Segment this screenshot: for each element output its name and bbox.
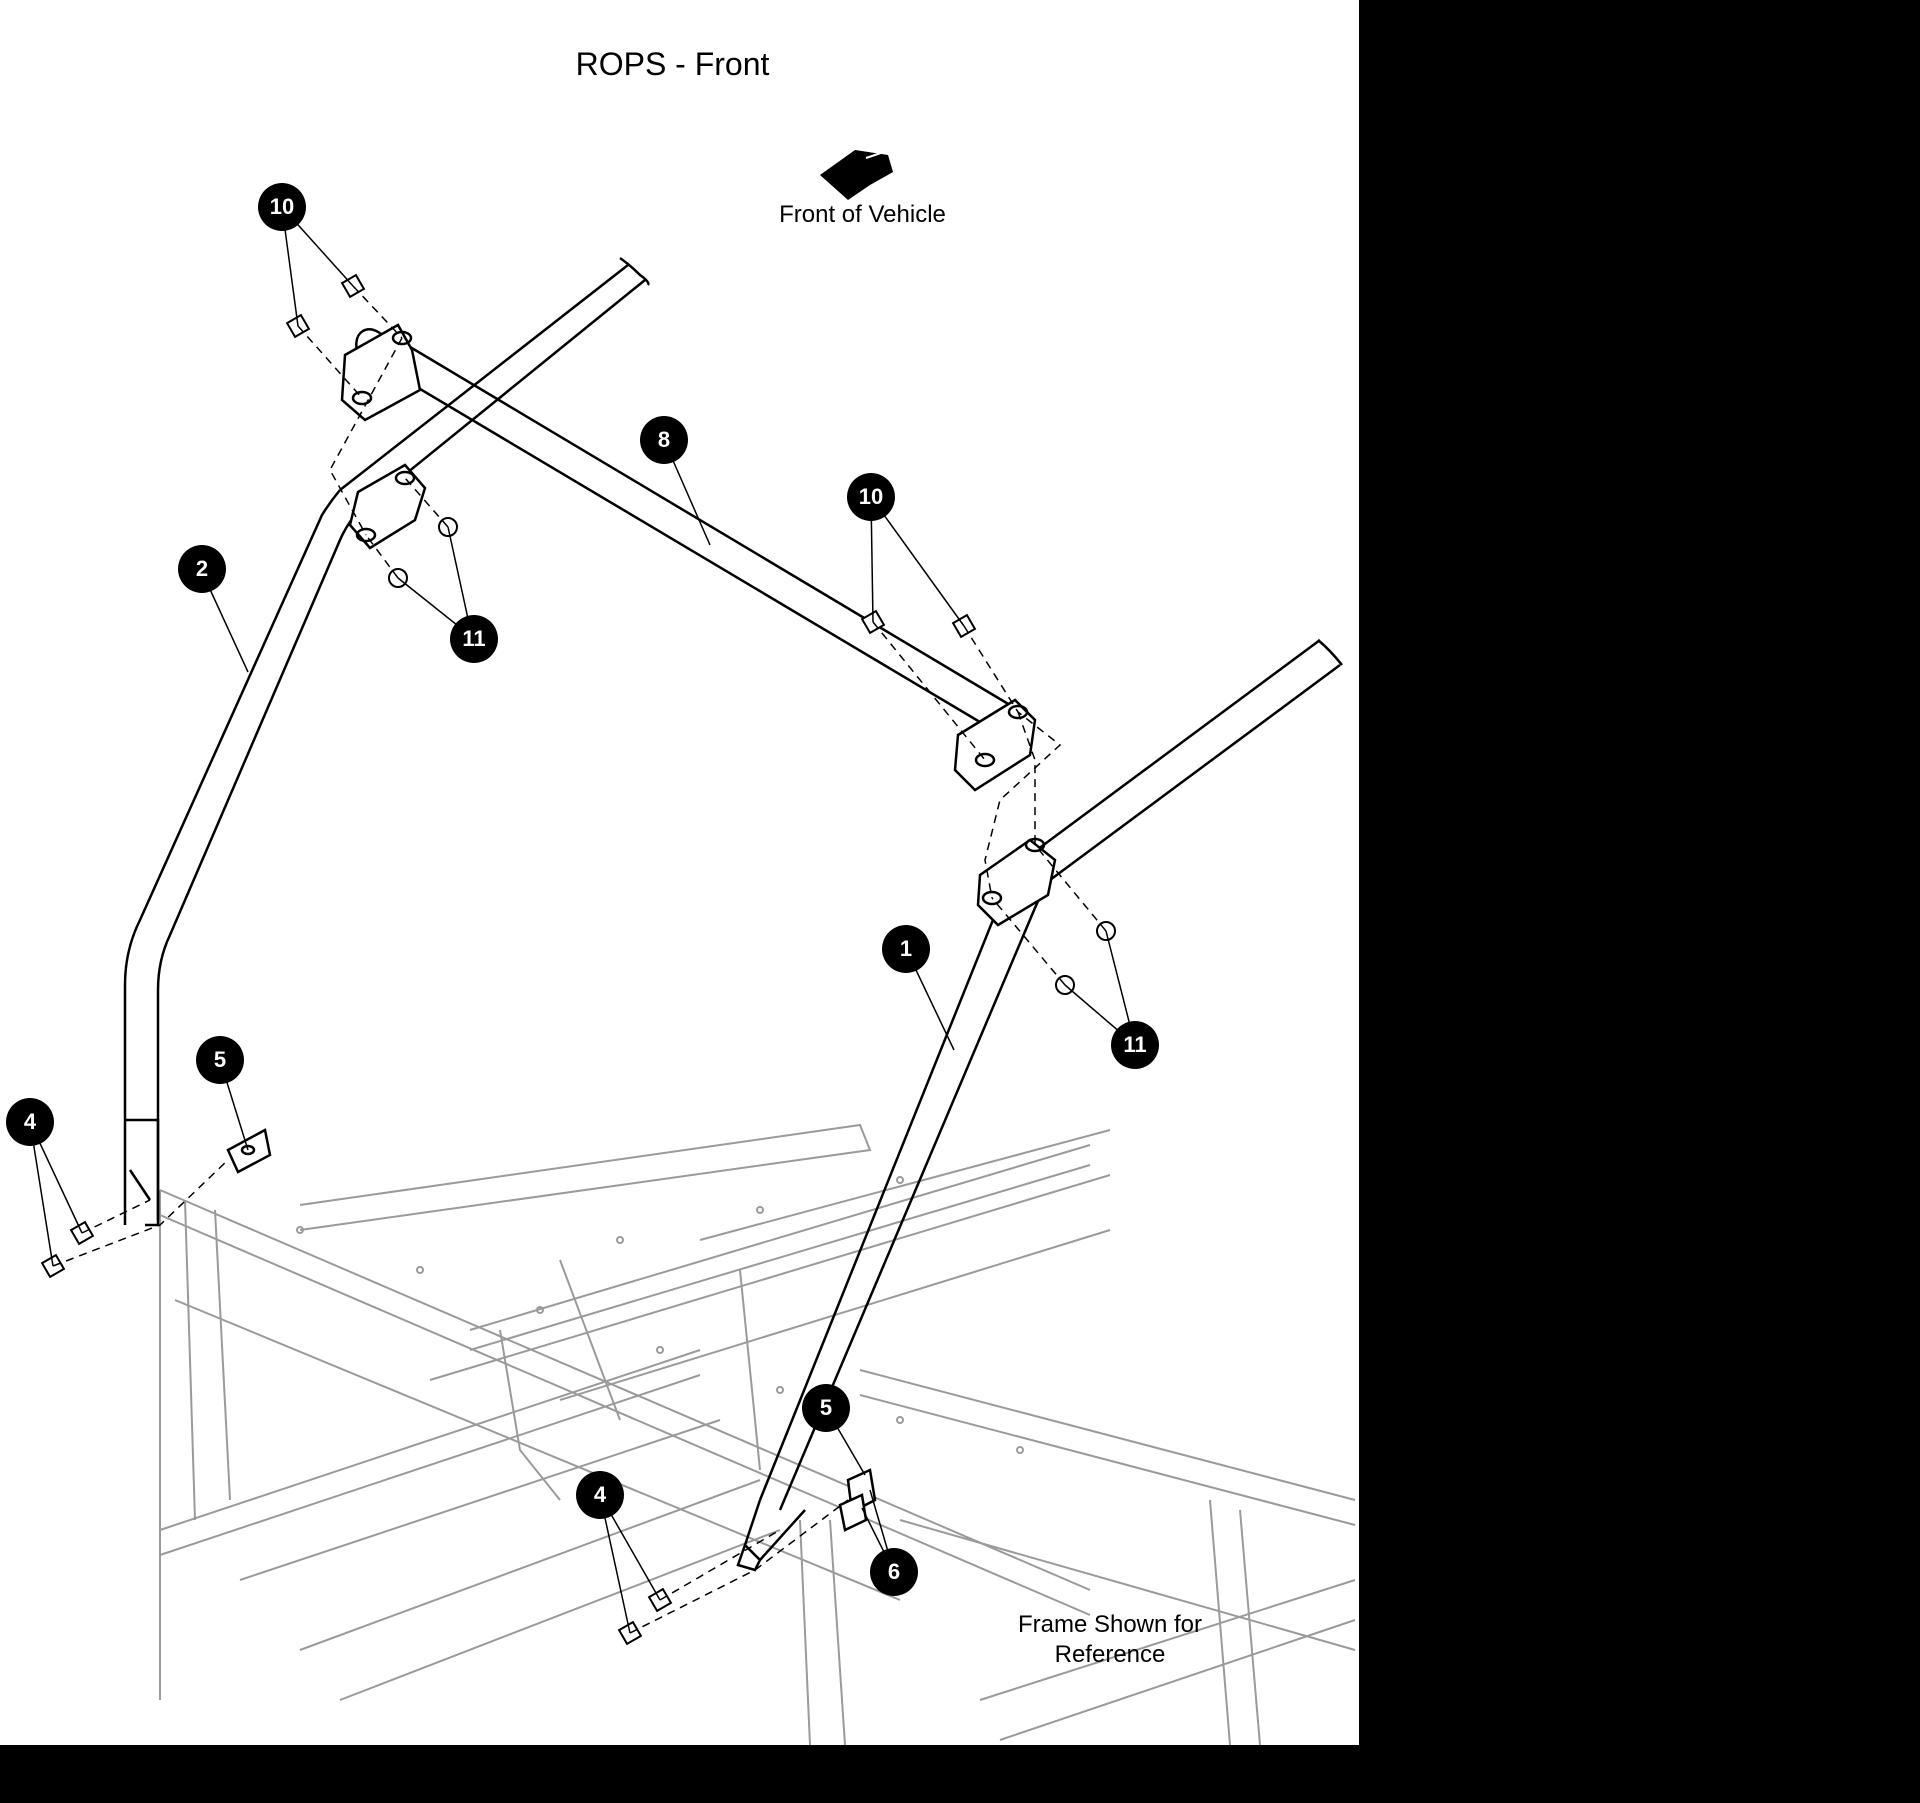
callout-5-right: 5 (802, 1384, 850, 1432)
callout-8: 8 (640, 416, 688, 464)
crossbar-8 (340, 323, 1037, 792)
callout-10-top: 10 (258, 183, 306, 231)
front-of-vehicle-label: Front of Vehicle (779, 201, 946, 228)
front-arrow-icon (820, 149, 893, 200)
callout-6: 6 (870, 1548, 918, 1596)
assembly-lines (52, 285, 1107, 1634)
left-tube-2 (123, 256, 650, 1227)
rops-exploded-diagram (29, 149, 1356, 1745)
callout-5-left: 5 (196, 1036, 244, 1084)
page-title: ROPS - Front (575, 46, 770, 82)
callout-11-top: 11 (450, 615, 498, 663)
hardware (40, 273, 1116, 1646)
diagram-sheet: ROPS - Front Front of Vehicle Frame Show… (0, 0, 1359, 1745)
frame-note-line-1: Frame Shown for (1017, 1611, 1203, 1638)
callout-4-left: 4 (6, 1098, 54, 1146)
frame-reference-note: Frame Shown for Reference (985, 1610, 1235, 1670)
callout-2: 2 (178, 545, 226, 593)
frame-note-line-2: Reference (1054, 1641, 1166, 1668)
callout-4-right: 4 (576, 1471, 624, 1519)
reference-frame (159, 1123, 1356, 1745)
callout-10-mid: 10 (847, 473, 895, 521)
callout-1: 1 (882, 925, 930, 973)
leader-lines (29, 206, 1136, 1634)
callout-11-right: 11 (1111, 1021, 1159, 1069)
